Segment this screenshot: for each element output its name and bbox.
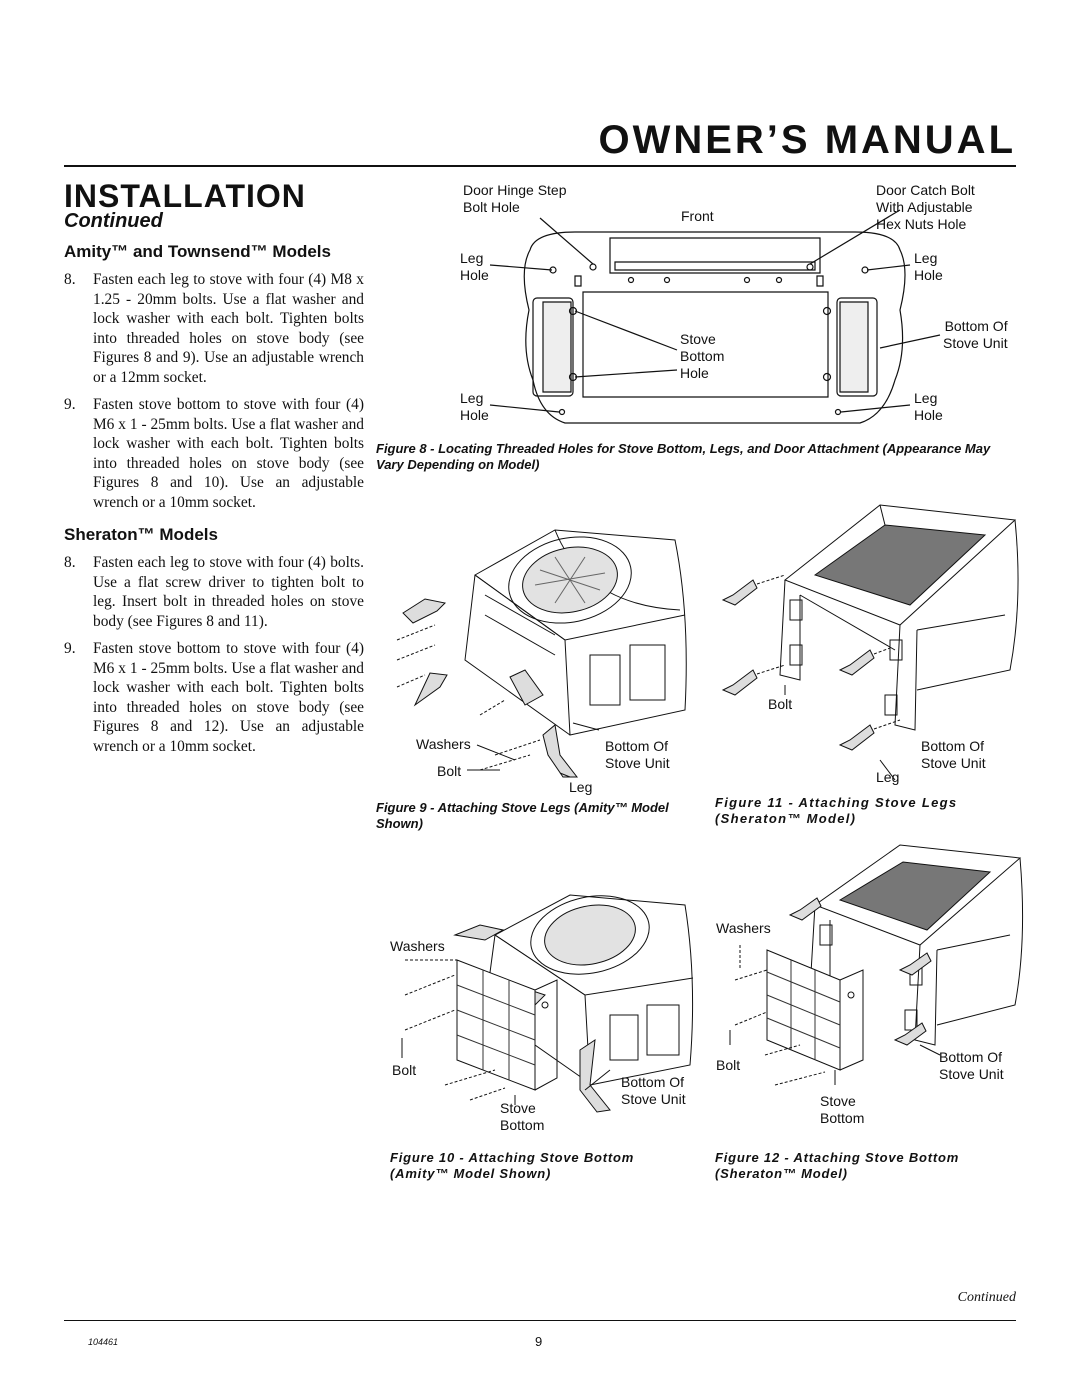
step-text: Fasten stove bottom to stove with four (… <box>93 640 364 755</box>
page-number: 9 <box>535 1334 543 1349</box>
sheraton-heading: Sheraton™ Models <box>64 525 218 544</box>
label-bottom-of-stove-unit: Bottom Of Stove Unit <box>943 318 1008 351</box>
figure-8-diagram <box>455 180 1030 440</box>
label-door-catch-bolt: Door Catch Bolt With Adjustable Hex Nuts… <box>876 182 975 232</box>
list-item: 9. Fasten stove bottom to stove with four… <box>64 639 364 756</box>
fig12-label-washers: Washers <box>716 920 771 936</box>
sheraton-steps: 8. Fasten each leg to stove with four (4)… <box>64 553 364 764</box>
amity-steps: 8. Fasten each leg to stove with four (4)… <box>64 270 364 520</box>
fig11-label-bolt: Bolt <box>768 696 793 712</box>
manual-title: OWNER’S MANUAL <box>598 118 1016 162</box>
figure-10-diagram <box>385 890 705 1140</box>
figure-10-caption: Figure 10 - Attaching Stove Bottom (Amit… <box>390 1150 635 1181</box>
section-title: INSTALLATION <box>64 178 306 214</box>
fig10-label-washers: Washers <box>390 938 445 954</box>
header-rule <box>64 165 1016 167</box>
fig12-label-bottom-of-stove-unit: Bottom Of Stove Unit <box>939 1049 1004 1082</box>
figure-9-caption: Figure 9 - Attaching Stove Legs (Amity™ … <box>376 800 669 831</box>
step-text: Fasten each leg to stove with four (4) M… <box>93 271 364 386</box>
label-stove-bottom-hole: Stove Bottom Hole <box>680 331 725 381</box>
footer-rule <box>64 1320 1016 1321</box>
fig10-label-bottom-of-stove-unit: Bottom Of Stove Unit <box>621 1074 686 1107</box>
label-leg-hole-bottom-right: Leg Hole <box>914 390 943 423</box>
section-subtitle: Continued <box>64 210 163 232</box>
figure-11-caption: Figure 11 - Attaching Stove Legs (Sherat… <box>715 795 958 826</box>
document-number: 104461 <box>88 1337 119 1347</box>
fig10-label-bolt: Bolt <box>392 1062 417 1078</box>
list-item: 8. Fasten each leg to stove with four (4)… <box>64 270 364 387</box>
fig11-label-leg: Leg <box>876 769 900 785</box>
figure-12-diagram <box>705 840 1025 1110</box>
step-number: 9. <box>64 640 76 657</box>
list-item: 9. Fasten stove bottom to stove with four… <box>64 395 364 512</box>
figure-8-caption: Figure 8 - Locating Threaded Holes for S… <box>376 441 991 472</box>
label-leg-hole-top-right: Leg Hole <box>914 250 943 283</box>
label-door-hinge-bolt-hole: Door Hinge Step Bolt Hole <box>463 182 567 215</box>
step-number: 9. <box>64 396 76 413</box>
label-front: Front <box>681 208 714 224</box>
fig12-label-stove-bottom: Stove Bottom <box>820 1093 865 1126</box>
label-leg-hole-top-left: Leg Hole <box>460 250 489 283</box>
figure-12-caption: Figure 12 - Attaching Stove Bottom (Sher… <box>715 1150 960 1181</box>
fig9-label-bolt: Bolt <box>437 763 462 779</box>
fig9-label-leg: Leg <box>569 779 593 795</box>
step-text: Fasten stove bottom to stove with four (… <box>93 396 364 511</box>
fig9-label-washers: Washers <box>416 736 471 752</box>
continued-note: Continued <box>957 1290 1016 1305</box>
step-number: 8. <box>64 271 76 288</box>
figure-11-diagram <box>705 500 1025 790</box>
fig10-label-stove-bottom: Stove Bottom <box>500 1100 545 1133</box>
fig12-label-bolt: Bolt <box>716 1057 741 1073</box>
label-leg-hole-bottom-left: Leg Hole <box>460 390 489 423</box>
figure-9-diagram <box>385 515 705 785</box>
step-text: Fasten each leg to stove with four (4) b… <box>93 554 364 630</box>
list-item: 8. Fasten each leg to stove with four (4)… <box>64 553 364 631</box>
fig11-label-bottom-of-stove-unit: Bottom Of Stove Unit <box>921 738 986 771</box>
step-number: 8. <box>64 554 76 571</box>
fig9-label-bottom-of-stove-unit: Bottom Of Stove Unit <box>605 738 670 771</box>
amity-heading: Amity™ and Townsend™ Models <box>64 242 331 261</box>
